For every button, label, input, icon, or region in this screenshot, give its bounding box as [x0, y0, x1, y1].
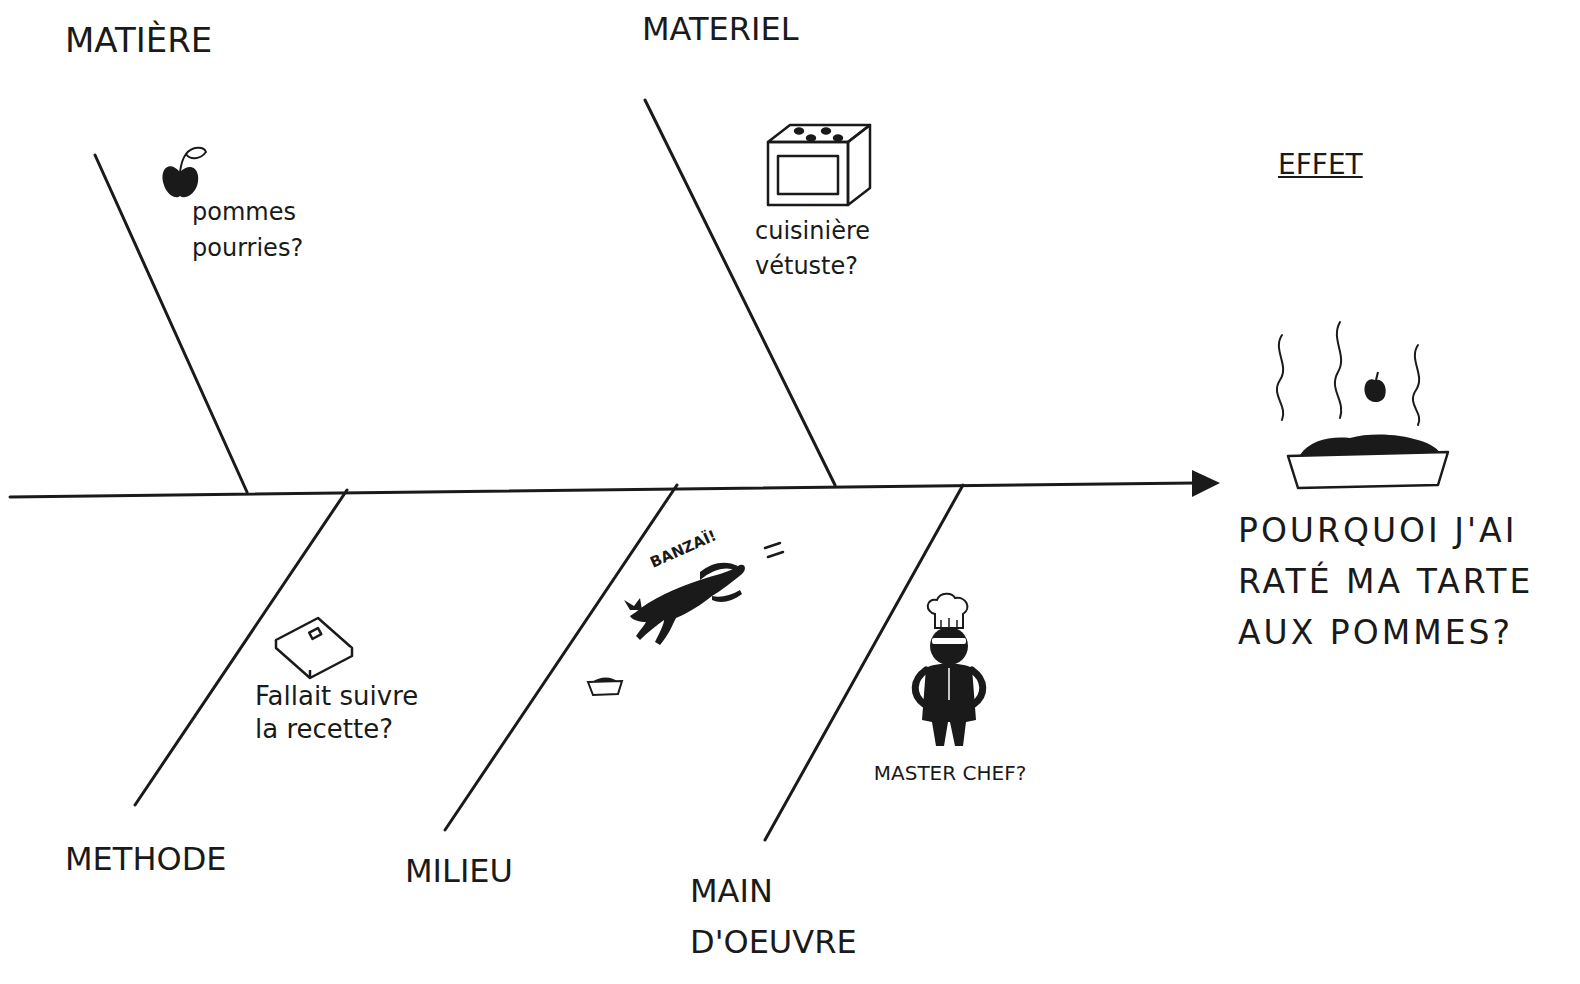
- cat-icon: [624, 563, 745, 645]
- category-label: MATIÈRE: [65, 20, 325, 61]
- stove-icon: [768, 125, 870, 205]
- bone-line: [765, 485, 963, 840]
- cause-note: MASTER CHEF?: [870, 760, 1030, 786]
- cause-note: pommes pourries?: [192, 194, 362, 266]
- effect-heading: EFFET: [1278, 148, 1363, 182]
- speed-lines: [765, 543, 783, 557]
- small-pie-icon: [588, 678, 622, 696]
- book-icon: [276, 618, 352, 678]
- bone-line: [445, 485, 677, 830]
- category-label: MATERIEL: [642, 10, 902, 48]
- category-label: METHODE: [65, 840, 325, 878]
- cause-note: Fallait suivre la recette?: [255, 680, 440, 745]
- burnt-pie-icon: [1277, 322, 1448, 488]
- apple-icon: [162, 148, 206, 198]
- chef-icon: [915, 594, 983, 746]
- arrow-head: [1192, 470, 1220, 497]
- effect-question: POURQUOI J'AI RATÉ MA TARTE AUX POMMES?: [1238, 505, 1573, 658]
- cause-note: cuisinière vétuste?: [755, 214, 930, 284]
- spine-line: [10, 483, 1195, 497]
- category-label: MAIN D'OEUVRE: [690, 866, 890, 968]
- exclamation-note: BANZAÏ!: [647, 526, 719, 571]
- category-label: MILIEU: [405, 852, 625, 890]
